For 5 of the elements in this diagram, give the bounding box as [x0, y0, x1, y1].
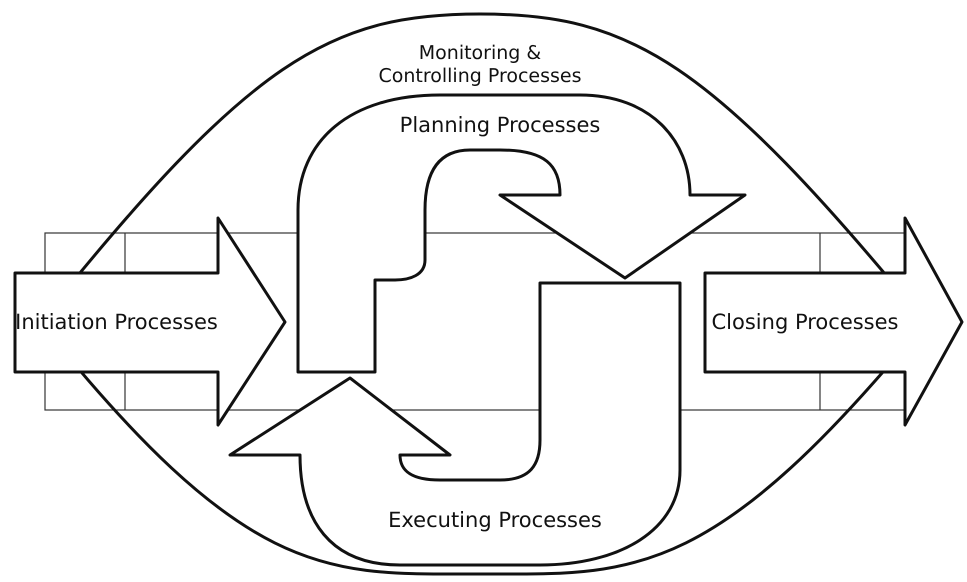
process-label: Closing Processes: [712, 309, 898, 336]
process-label: Initiation Processes: [15, 309, 218, 336]
process-label: Planning Processes: [400, 112, 600, 139]
process-label: Monitoring & Controlling Processes: [377, 42, 583, 88]
process-label: Executing Processes: [388, 506, 602, 534]
